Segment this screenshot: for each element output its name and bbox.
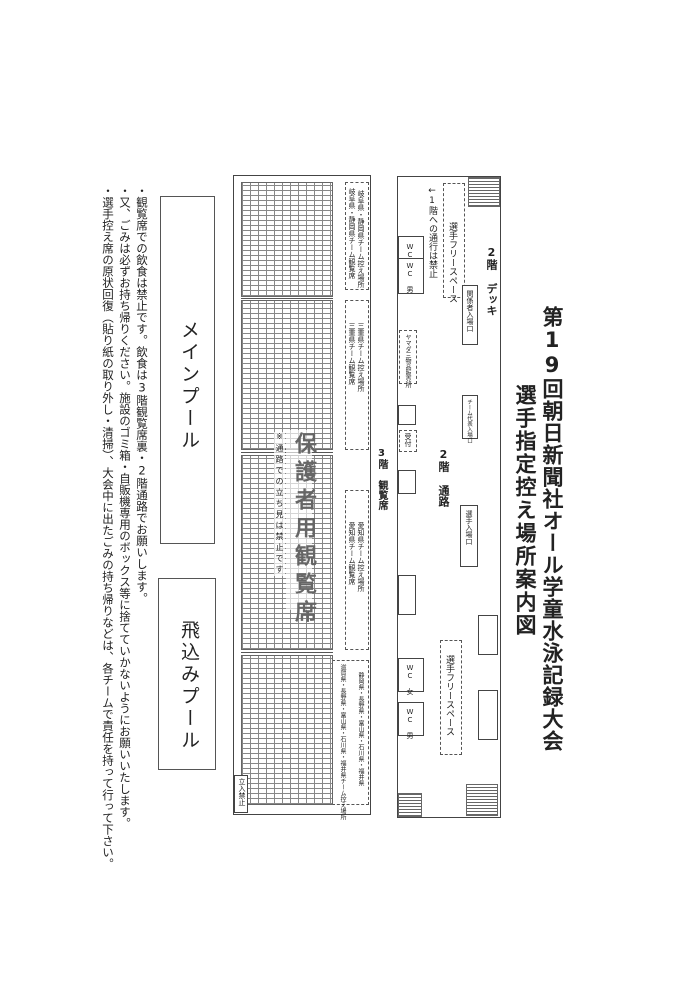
zone-aichi-area <box>345 490 369 650</box>
shop-area <box>399 330 417 384</box>
stairs-top <box>468 177 500 207</box>
corridor-pillar-1 <box>398 405 416 425</box>
corridor-pillar-3 <box>398 575 416 615</box>
zone-gifu-area <box>345 182 369 290</box>
entrance-mid <box>462 395 478 439</box>
entrance-player <box>460 505 478 567</box>
zone-gifu-label: 岐阜県・静岡県チーム控え場所 <box>357 190 365 288</box>
shop-label: ヤマダ三物品販売所 <box>404 334 411 388</box>
document-subtitle: 選手指定控え場所案内図 <box>513 384 537 637</box>
note-2: ・又、ごみは必ずお持ち帰りください。施設のゴミ箱・自販機専用のボックス等に捨てて… <box>118 185 132 829</box>
zone-mie-sub-label: 三重県チーム観覧席 <box>348 322 356 385</box>
corridor-box-right <box>478 615 498 655</box>
aisle-note: ※通路での立ち見は禁止です <box>274 432 285 576</box>
entrance-player-label: 選手入場口 <box>465 510 473 545</box>
floor2-passage-label: 2階 通路 <box>437 448 450 507</box>
entrance-top-label: 関係者入場口 <box>466 290 474 332</box>
diving-pool-label: 飛込みプール <box>178 620 200 752</box>
stairs-bottom <box>398 793 422 817</box>
main-pool <box>160 196 215 544</box>
zone-others-sub-label: 滋賀県・長野県・富山県・石川県・福井県チーム控え場所 <box>339 664 346 820</box>
reception-label: 受付 <box>404 433 412 447</box>
note-3: ・選手控え席の原状回復（貼り紙の取り外し・清掃）、大会中に出たごみの持ち帰りなど… <box>101 185 115 870</box>
diving-pool <box>158 578 216 770</box>
no-entry-corner-label: 立入禁止 <box>238 778 246 806</box>
free-space-top-area <box>443 183 465 298</box>
entrance-mid-label: チーム代表入場口 <box>466 399 472 443</box>
wc-women-bottom <box>398 658 424 692</box>
floor2-deck-label: 2階 デッキ <box>485 246 498 316</box>
floor3-stands-label: 3階 観覧席 <box>376 448 387 510</box>
aisle-line-3 <box>241 652 333 653</box>
entrance-top <box>462 285 478 345</box>
wc-men-bottom <box>398 702 424 736</box>
corridor-box-right-2 <box>478 690 498 740</box>
document-title: 第19回朝日新聞社オール学童水泳記録大会 <box>540 306 564 752</box>
seat-block-2 <box>241 300 333 450</box>
main-pool-label: メインプール <box>178 320 200 452</box>
note-1: ・観覧席での飲食は禁止です。飲食は3階観覧席裏・2階通路でお願いします。 <box>135 185 149 604</box>
stairs-bottom-right <box>466 784 498 816</box>
free-space-top-label: 選手フリースペース <box>447 222 457 303</box>
reserved-seats-label: 保護者用観覧席 <box>291 432 316 628</box>
zone-others-label: 静岡県・長野県・富山県・石川県・福井県 <box>357 672 364 786</box>
wc-men-top <box>398 258 424 294</box>
zone-mie-area <box>345 300 369 450</box>
free-space-bottom-label: 選手フリースペース <box>444 655 454 736</box>
free-space-bottom-area <box>440 640 462 755</box>
wc-men-top-label: WC 男 <box>406 262 414 293</box>
aisle-line-1 <box>241 298 333 299</box>
zone-mie-label: 三重県チーム控え場所 <box>357 322 365 392</box>
wc-men-bottom-label: WC 男 <box>406 708 414 739</box>
no-entry-note: ←1階への通行は禁止 <box>427 186 437 278</box>
no-entry-corner <box>234 775 248 813</box>
wc-women-bottom-label: WC 女 <box>406 664 414 695</box>
zone-gifu-sub-label: 岐阜県・静岡県チーム観覧席 <box>348 188 356 279</box>
seat-block-4 <box>241 655 333 805</box>
zone-aichi-sub-label: 愛知県チーム観覧席 <box>348 522 356 585</box>
reserved-label-bg <box>286 430 312 610</box>
corridor-pillar-2 <box>398 470 416 494</box>
zone-aichi-label: 愛知県チーム控え場所 <box>357 522 365 592</box>
reception-area <box>399 430 417 452</box>
seat-block-1 <box>241 182 333 297</box>
